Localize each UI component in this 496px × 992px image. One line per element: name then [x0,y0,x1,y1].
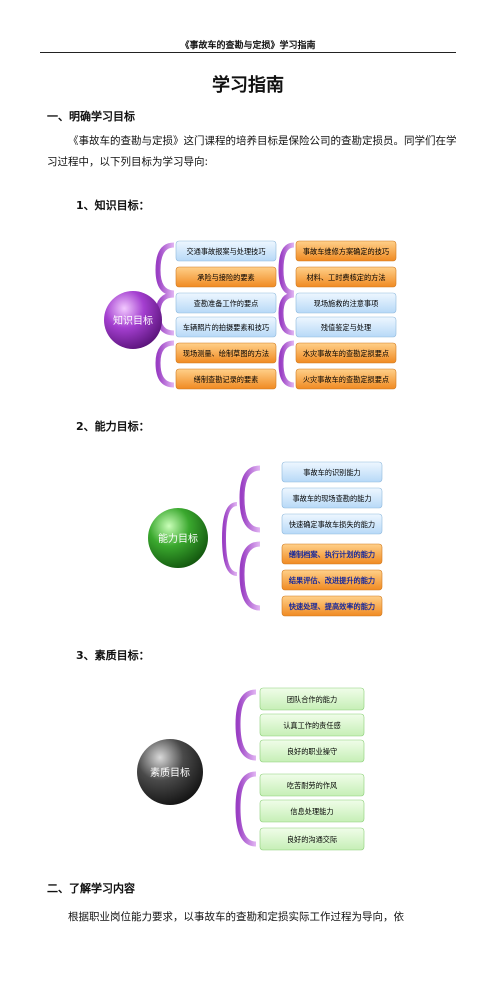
knowledge-left-item: 缮制查勘记录的要素 [175,368,277,390]
svg-text:吃苦耐劳的作风: 吃苦耐劳的作风 [287,781,337,790]
quality-center-circle [137,739,203,805]
svg-text:残值鉴定与处理: 残值鉴定与处理 [321,323,371,332]
quality-item: 良好的职业操守 [259,739,365,763]
knowledge-right-item: 残值鉴定与处理 [295,316,397,338]
ability-center-circle [148,508,208,568]
running-header: 《事故车的查勘与定损》学习指南 [180,41,316,51]
ability-item: 结果评估、改进提升的能力 [281,569,383,591]
knowledge-left-item: 查勘准备工作的要点 [175,292,277,314]
knowledge-right-item: 现场施救的注意事项 [295,292,397,314]
section2-paragraph: 根据职业岗位能力要求，以事故车的查勘和定损实际工作过程为导向，依 [68,911,404,923]
svg-text:材料、工时费核定的方法: 材料、工时费核定的方法 [306,273,385,282]
bracket-lower [235,771,257,847]
section1-heading: 一、明确学习目标 [47,110,135,123]
quality-item: 信息处理能力 [259,799,365,823]
knowledge-right-item: 火灾事故车的查勘定损要点 [295,368,397,390]
svg-text:缮制查勘记录的要素: 缮制查勘记录的要素 [194,375,259,384]
svg-text:事故车的识别能力: 事故车的识别能力 [303,468,361,477]
svg-text:认真工作的责任感: 认真工作的责任感 [283,721,341,730]
knowledge-center-circle [104,291,162,349]
knowledge-right-item: 事故车维修方案确定的技巧 [295,240,397,262]
svg-text:事故车维修方案确定的技巧: 事故车维修方案确定的技巧 [303,247,389,256]
quality-center-label: 素质目标 [150,766,190,779]
bracket-left-bottom [155,340,175,388]
svg-text:承险与接险的要素: 承险与接险的要素 [197,273,255,282]
knowledge-center-label: 知识目标 [113,314,153,327]
bracket-upper [239,465,261,533]
ability-center-label: 能力目标 [158,532,198,545]
knowledge-left-item: 交通事故报案与处理技巧 [175,240,277,262]
ability-heading: 2、能力目标： [76,420,150,433]
ability-item: 缮制档案、执行计划的能力 [281,543,383,565]
bracket-right-mid [278,292,295,336]
bracket-lower [239,541,261,611]
bracket-right-bottom [278,340,295,388]
quality-diagram: 素质目标 团队合作的能力 认真工作的责任感 良好的职业操守 吃苦耐劳的作风 信息… [128,686,370,856]
svg-text:快速处理、提高效率的能力: 快速处理、提高效率的能力 [288,602,375,611]
svg-text:信息处理能力: 信息处理能力 [290,807,333,816]
knowledge-diagram: 知识目标 交通事故报案与处理技巧 承险与接险的要素 查勘准备工作的要点 车辆照片… [96,233,402,395]
ability-item: 快速确定事故车损失的能力 [281,513,383,535]
knowledge-left-item: 承险与接险的要素 [175,266,277,288]
knowledge-left-item: 现场测量、绘制草图的方法 [175,342,277,364]
svg-text:车辆照片的拍摄要素和技巧: 车辆照片的拍摄要素和技巧 [183,323,269,332]
svg-text:查勘准备工作的要点: 查勘准备工作的要点 [194,299,259,308]
svg-text:良好的沟通交际: 良好的沟通交际 [287,835,337,844]
bracket-right-top [278,242,295,296]
section1-paragraph: 《事故车的查勘与定损》这门课程的培养目标是保险公司的查勘定损员。同学们在学习过程… [47,135,457,168]
svg-text:结果评估、改进提升的能力: 结果评估、改进提升的能力 [288,576,375,585]
svg-text:良好的职业操守: 良好的职业操守 [287,747,337,756]
quality-item: 认真工作的责任感 [259,713,365,737]
header-rule [40,52,456,53]
bracket-upper [235,689,257,761]
ability-item: 事故车的识别能力 [281,461,383,483]
quality-heading: 3、素质目标： [76,649,150,662]
svg-text:现场施救的注意事项: 现场施救的注意事项 [314,299,379,308]
svg-text:水灾事故车的查勘定损要点: 水灾事故车的查勘定损要点 [303,349,389,358]
quality-item: 良好的沟通交际 [259,827,365,851]
bracket-left-top [155,242,175,296]
page-title: 学习指南 [212,75,284,96]
svg-text:缮制档案、执行计划的能力: 缮制档案、执行计划的能力 [289,550,375,559]
svg-text:现场测量、绘制草图的方法: 现场测量、绘制草图的方法 [183,349,269,358]
svg-text:快速确定事故车损失的能力: 快速确定事故车损失的能力 [289,520,375,529]
knowledge-right-item: 材料、工时费核定的方法 [295,266,397,288]
ability-item: 事故车的现场查勘的能力 [281,487,383,509]
knowledge-heading: 1、知识目标： [76,199,150,212]
svg-text:火灾事故车的查勘定损要点: 火灾事故车的查勘定损要点 [303,375,389,384]
quality-item: 吃苦耐劳的作风 [259,773,365,797]
quality-item: 团队合作的能力 [259,687,365,711]
svg-text:团队合作的能力: 团队合作的能力 [287,695,337,704]
bracket-outer [221,502,238,576]
svg-text:事故车的现场查勘的能力: 事故车的现场查勘的能力 [292,494,371,503]
knowledge-left-item: 车辆照片的拍摄要素和技巧 [175,316,277,338]
section2-heading: 二、了解学习内容 [47,882,135,895]
ability-diagram: 能力目标 事故车的识别能力 事故车的现场查勘的能力 快速确定事故车损失的能力 缮… [142,458,388,620]
knowledge-right-item: 水灾事故车的查勘定损要点 [295,342,397,364]
ability-item: 快速处理、提高效率的能力 [281,595,383,617]
svg-text:交通事故报案与处理技巧: 交通事故报案与处理技巧 [186,247,265,256]
